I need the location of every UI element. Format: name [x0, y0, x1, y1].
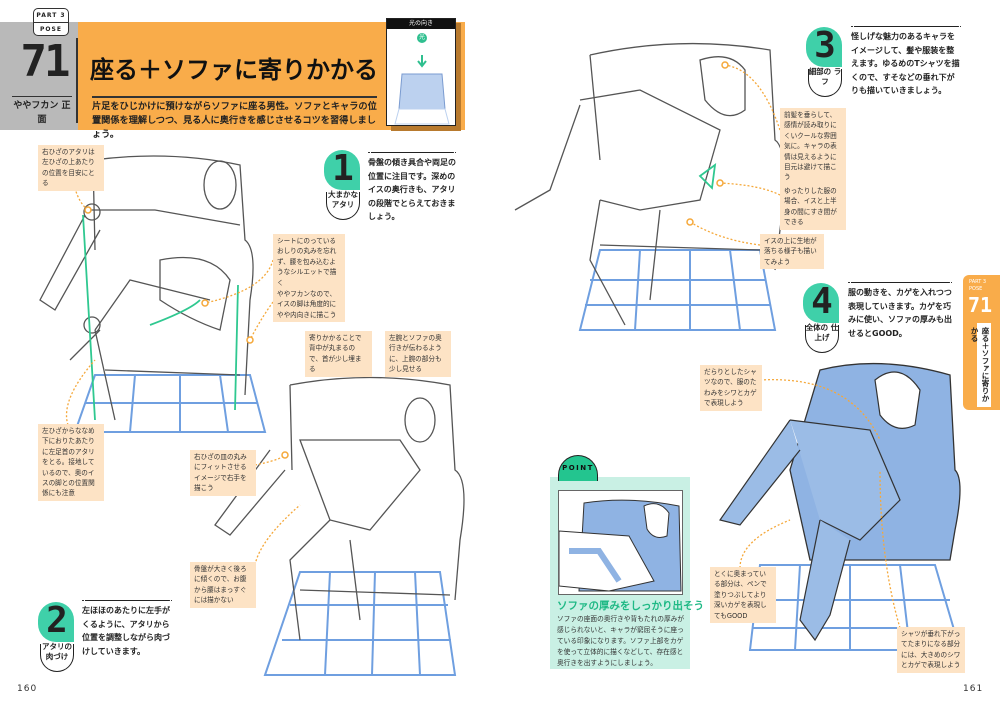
light-direction-thumbnail — [394, 55, 450, 125]
page-title: 座る＋ソファに寄りかかる — [90, 55, 378, 84]
figure-final-4 — [719, 362, 962, 651]
annotation-note: 前髪を垂らして、感情が読み取りにくいクールな雰囲気に。キャラの表情は見えるように… — [780, 108, 846, 185]
point-title: ソファの厚みをしっかり出そう — [557, 600, 704, 612]
annotation-note: とくに奥まっている部分は、ペンで塗りつぶしてより深いカゲを表現してもGOOD — [710, 567, 776, 624]
camera-angle: ややフカン 正面 — [12, 96, 72, 127]
divider — [92, 96, 377, 98]
annotation-note: 骨盤が大きく後ろに傾くので、お腹から腰はまっすぐには描かない — [190, 562, 256, 608]
side-tab-title: 座る＋ソファに寄りかかる — [970, 323, 991, 407]
light-direction-box: 光の向き 光 — [386, 18, 456, 126]
annotation-note: ややフカンなので、イスの脚は角度的にやや内向きに描こう — [273, 287, 345, 323]
annotation-note: 寄りかかることで背中が丸まるので、首が少し埋まる — [305, 331, 372, 377]
leader-lines — [65, 64, 901, 629]
step-1-text: 骨盤の傾き具合や両足の位置に注目です。深めのイスの奥行きも、アタリの段階でとらえ… — [368, 152, 456, 224]
figure-sketch-3 — [514, 42, 785, 326]
floor-grid-1 — [73, 374, 267, 433]
pose-number: 71 — [20, 36, 71, 87]
page-number-left: 160 — [17, 684, 38, 694]
floor-grid-2 — [263, 571, 457, 676]
step-3-text: 怪しげな魅力のあるキャラをイメージして、髪や服装を整えます。ゆるめのTシャツを描… — [851, 26, 961, 98]
page-description: 片足をひじかけに預けながらソファに座る男性。ソファとキャラの位置関係を理解しつつ… — [92, 101, 377, 140]
annotation-note: イスの上に生地が落ちる様子も描いてみよう — [760, 234, 824, 270]
point-illustration — [558, 490, 683, 595]
divider — [76, 38, 78, 123]
figure-sketch-2 — [214, 376, 465, 641]
point-badge: POINT — [558, 455, 598, 481]
page-number-right: 161 — [963, 684, 984, 694]
annotation-note: 右ひざのアタリは左ひざの上あたりの位置を目安にとる — [38, 145, 104, 191]
pose-number-panel — [0, 22, 78, 130]
point-text: ソファの座面の奥行きや背もたれの厚みが感じられないと、キャラが窮屈そうに座ってい… — [557, 615, 685, 667]
annotation-note: シートにのっているおしりの丸みを忘れず、腰を包み込むようなシルエットで描く — [273, 234, 345, 291]
annotation-note: だらりとしたシャツなので、服のたわみをシワとカゲで表現しよう — [700, 365, 762, 411]
annotation-note: ゆったりした服の場合、イスと上半身の間にすき間ができる — [780, 184, 846, 230]
floor-grid-3 — [578, 249, 777, 331]
mannequin-sketch-1 — [39, 155, 254, 421]
annotation-note: シャツが垂れ下がってたまりになる部分には、大きめのシワとカゲで表現しよう — [897, 627, 965, 673]
light-marker-icon: 光 — [417, 33, 427, 43]
annotation-note: 左ひざからななめ下におりたあたりに左足首のアタリをとる。接地しているので、奥のイ… — [38, 424, 104, 501]
step-2-text: 左ほほのあたりに左手がくるように、アタリから位置を調整しながら肉づけしていきます… — [82, 600, 172, 658]
annotation-note: 右ひざの皿の丸みにフィットさせるイメージで右手を描こう — [190, 450, 256, 496]
light-direction-label: 光の向き — [387, 19, 455, 29]
annotation-note: 左腕とソファの奥行きが伝わるように、上腕の部分も少し見せる — [385, 331, 451, 377]
step-4-text: 服の動きを、カゲを入れつつ表現していきます。カゲを巧みに使い、ソファの厚みも出せ… — [848, 282, 952, 340]
